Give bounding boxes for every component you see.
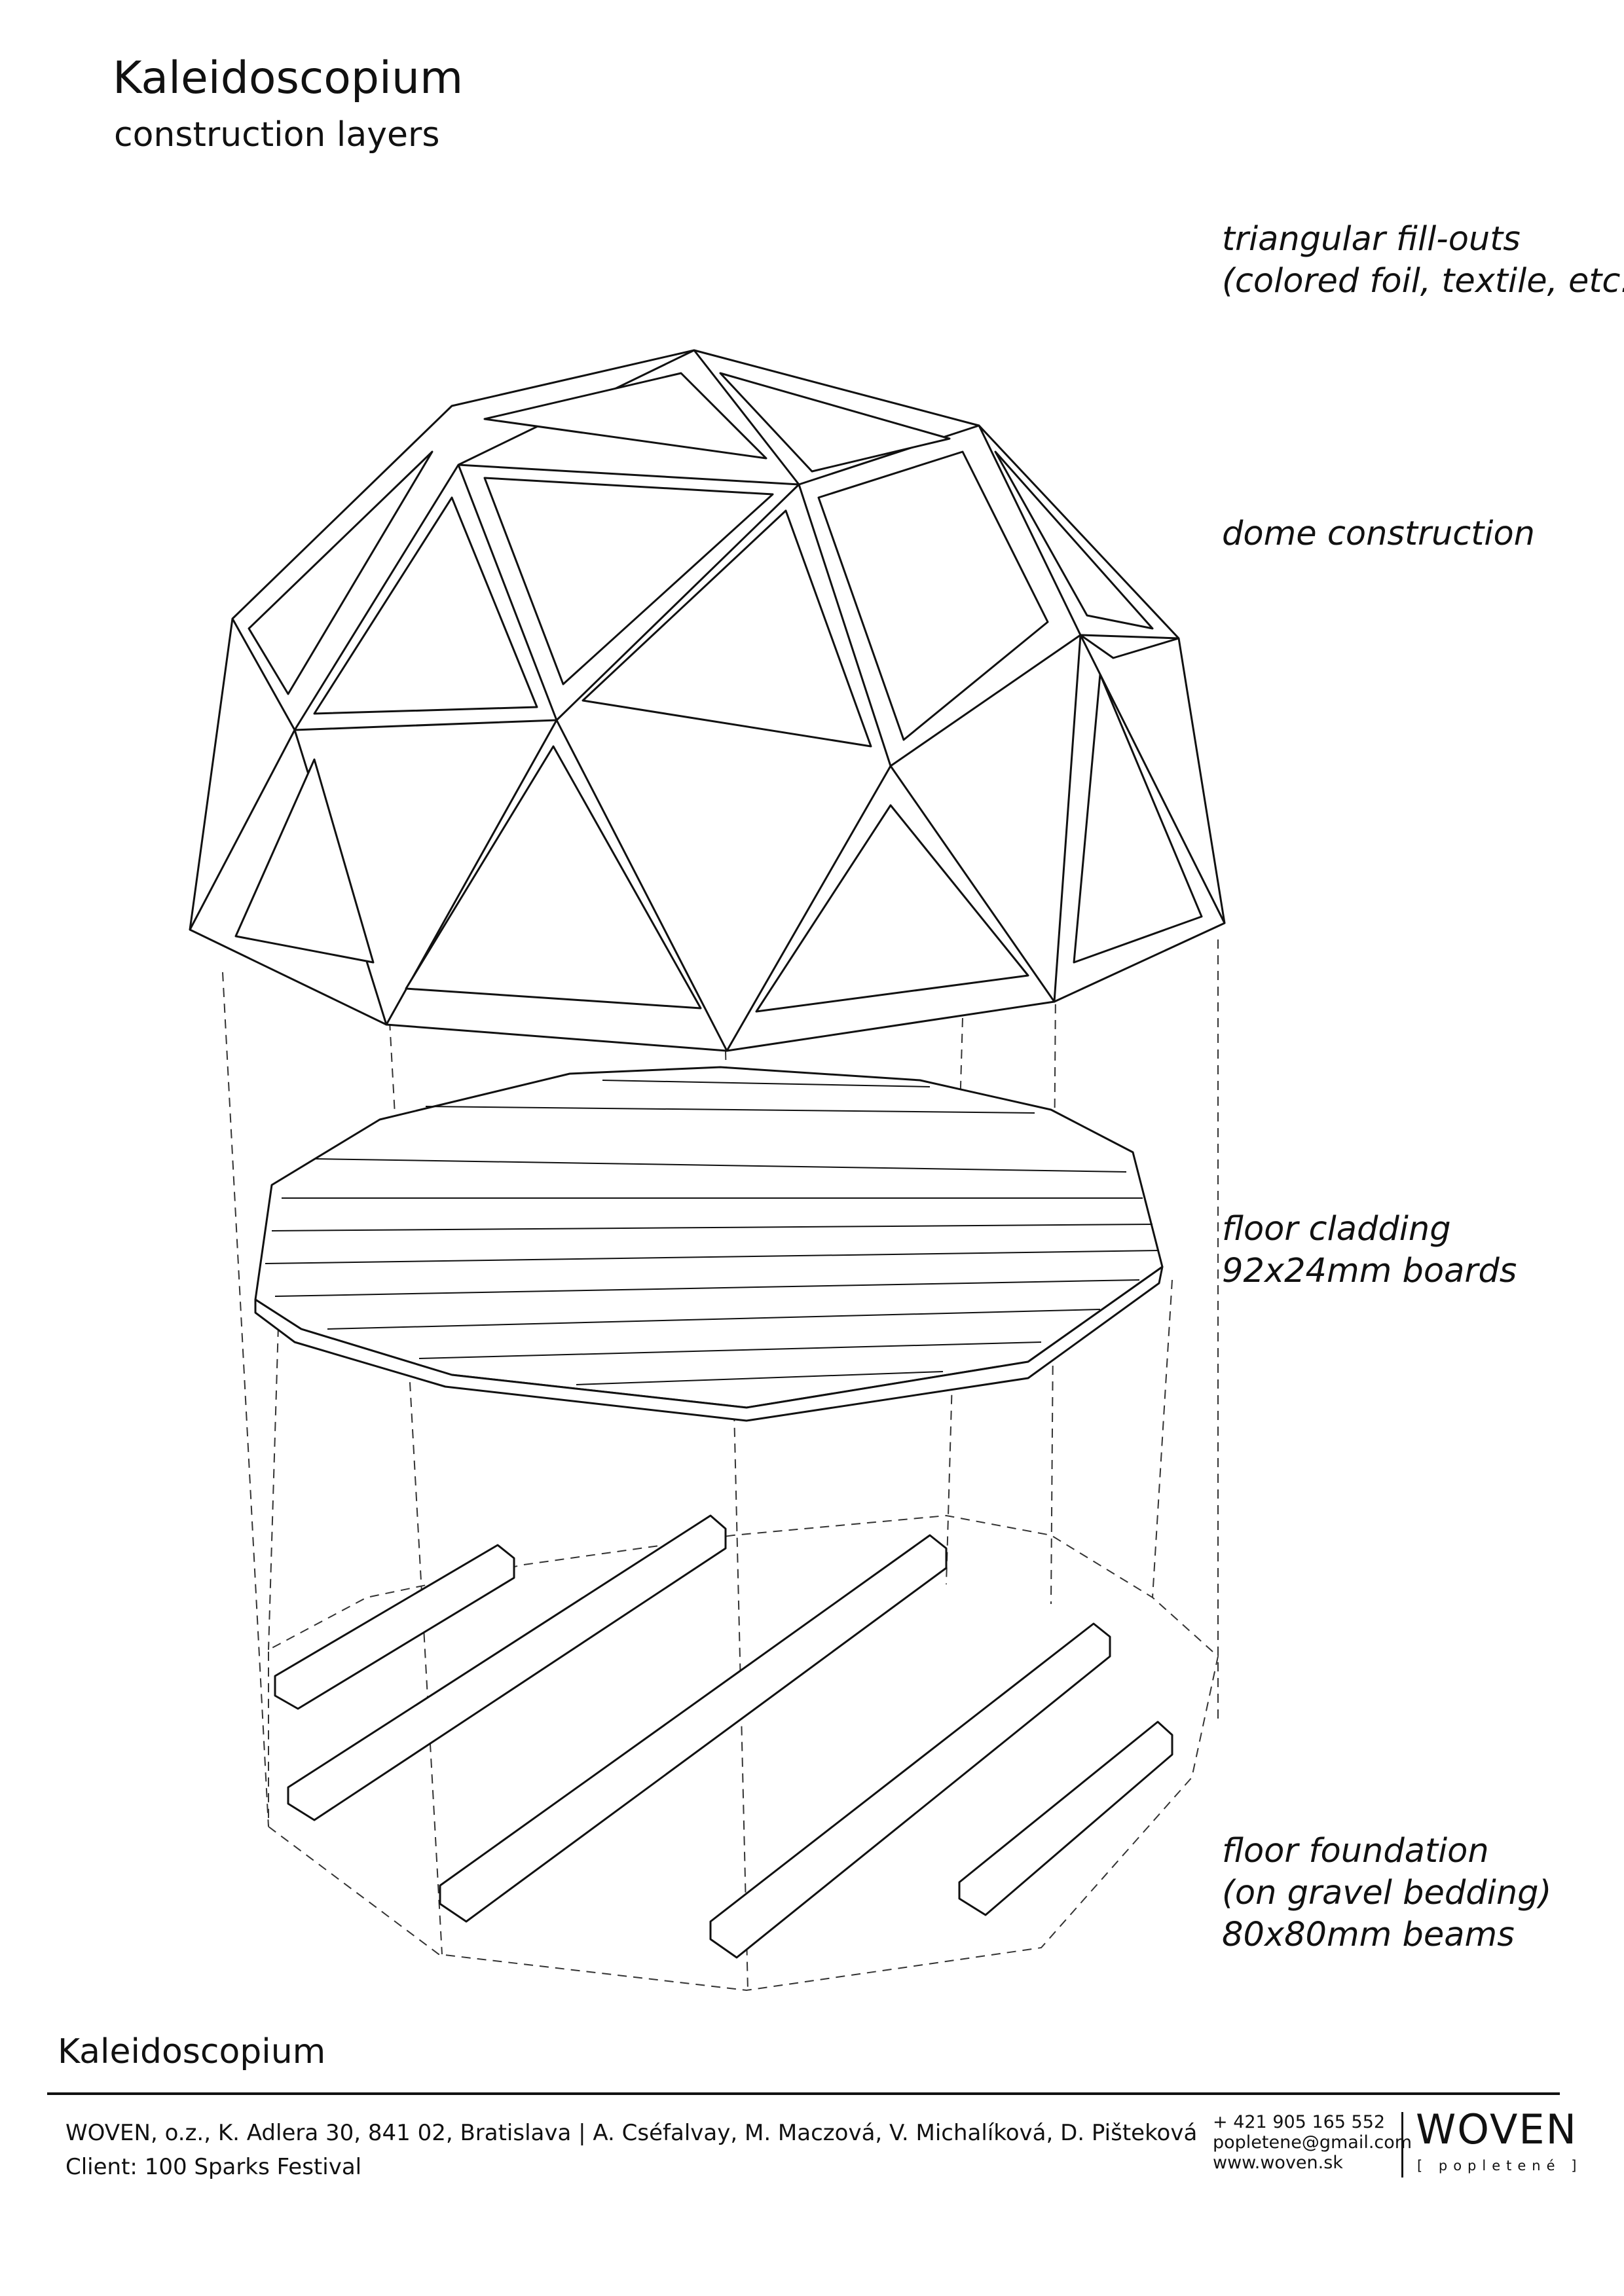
- footer-client: Client: 100 Sparks Festival: [65, 2154, 362, 2180]
- label-line: (on gravel bedding): [1222, 1874, 1552, 1912]
- label-line: (colored foil, textile, etc.): [1222, 262, 1624, 301]
- footer-web: www.woven.sk: [1213, 2153, 1343, 2173]
- label-line: triangular fill-outs: [1222, 220, 1521, 259]
- footer-divider: [47, 2092, 1560, 2095]
- label-triangular-fillouts: triangular fill-outs (colored foil, text…: [1222, 219, 1624, 302]
- beam-3: [439, 1534, 948, 1923]
- footer-title: Kaleidoscopium: [58, 2032, 326, 2071]
- label-line: 80x80mm beams: [1222, 1916, 1515, 1954]
- projection-lines: [222, 939, 1219, 1992]
- beam-4: [709, 1622, 1111, 1959]
- dome-construction: [189, 349, 1226, 1052]
- footer-address: WOVEN, o.z., K. Adlera 30, 841 02, Brati…: [65, 2120, 1198, 2146]
- label-dome-construction: dome construction: [1222, 513, 1535, 555]
- label-line: dome construction: [1222, 515, 1536, 553]
- label-line: floor foundation: [1222, 1832, 1489, 1870]
- beam-1: [274, 1544, 515, 1710]
- floor-foundation-beams: [274, 1514, 1173, 1959]
- label-floor-foundation: floor foundation (on gravel bedding) 80x…: [1222, 1831, 1551, 1956]
- label-line: 92x24mm boards: [1222, 1252, 1517, 1290]
- label-floor-cladding: floor cladding 92x24mm boards: [1222, 1209, 1517, 1292]
- label-line: floor cladding: [1222, 1210, 1451, 1248]
- page-title: Kaleidoscopium: [113, 52, 464, 104]
- beam-2: [287, 1514, 727, 1821]
- woven-logo: WOVEN: [1416, 2105, 1578, 2153]
- footer-email: popletene@gmail.com: [1213, 2132, 1412, 2153]
- footer-phone: + 421 905 165 552: [1213, 2112, 1386, 2132]
- floor-cladding: [254, 1066, 1164, 1422]
- woven-logo-subtitle: [ popletené ]: [1417, 2158, 1583, 2174]
- beam-5: [958, 1721, 1173, 1916]
- page-subtitle: construction layers: [114, 115, 440, 155]
- footer-address-block: WOVEN, o.z., K. Adlera 30, 841 02, Brati…: [65, 2116, 1197, 2184]
- footer-contact-block: + 421 905 165 552 popletene@gmail.com ww…: [1213, 2112, 1412, 2173]
- logo-divider: [1401, 2112, 1403, 2178]
